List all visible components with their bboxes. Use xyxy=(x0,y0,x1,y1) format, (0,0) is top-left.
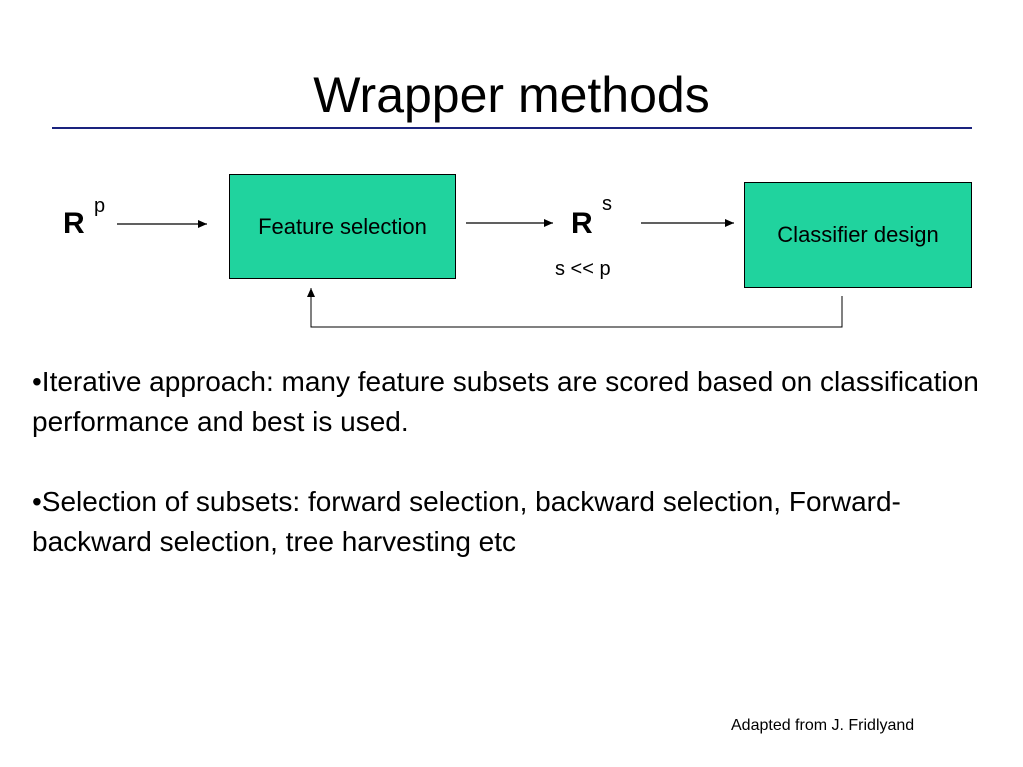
title-underline xyxy=(52,127,972,129)
subset-space-symbol: R xyxy=(571,207,593,240)
input-space-symbol: R xyxy=(63,207,85,240)
source-credit: Adapted from J. Fridlyand xyxy=(731,717,915,734)
feedback-loop-arrow xyxy=(307,288,843,328)
subset-space-superscript: s xyxy=(602,193,612,215)
bullet-item: •Selection of subsets: forward selection… xyxy=(32,486,901,557)
feature-selection-box: Feature selection xyxy=(229,174,456,279)
input-space-superscript: p xyxy=(94,195,106,217)
bullet-list: •Iterative approach: many feature subset… xyxy=(32,362,992,602)
subset-size-note: s << p xyxy=(555,258,611,280)
slide-title: Wrapper methods xyxy=(313,67,710,123)
classifier-design-box: Classifier design xyxy=(744,182,972,288)
classifier-design-label: Classifier design xyxy=(777,222,939,247)
feature-selection-label: Feature selection xyxy=(258,213,427,239)
bullet-item: •Iterative approach: many feature subset… xyxy=(32,366,979,437)
